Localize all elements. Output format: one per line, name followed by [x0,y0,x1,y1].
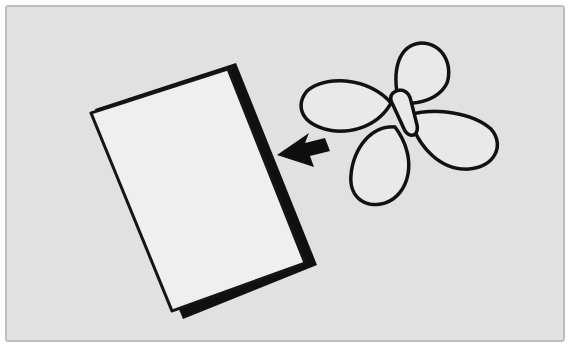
diagram-canvas [7,7,563,340]
diagram-background [7,7,563,340]
figure-frame [5,5,565,342]
